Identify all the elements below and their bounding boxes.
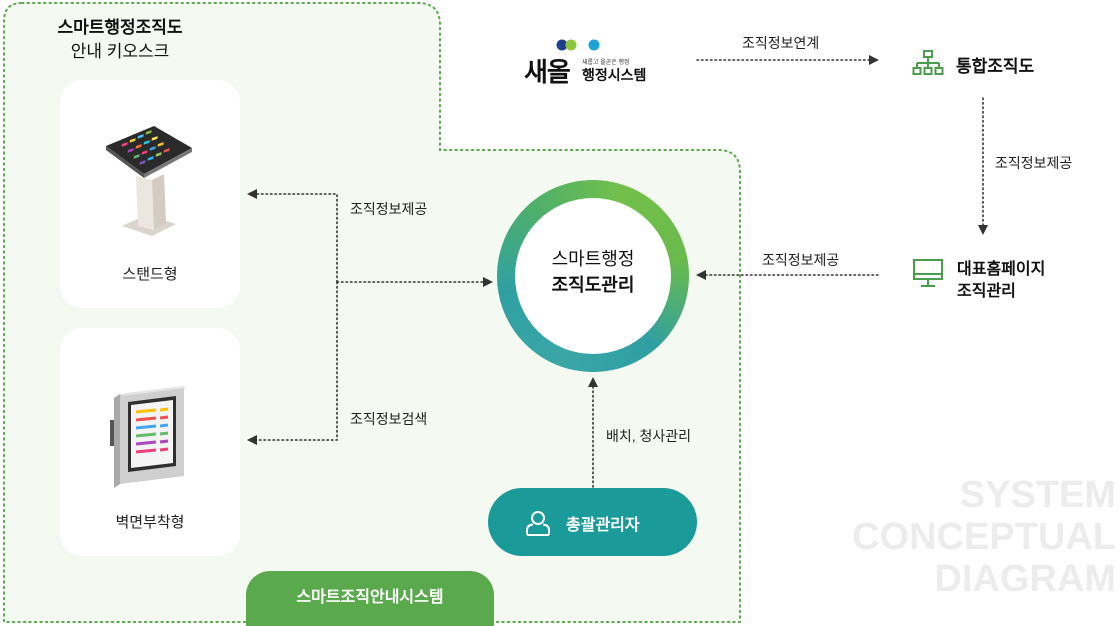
hub-title-line1: 스마트행정 (551, 249, 635, 269)
kiosk-title-line2: 안내 키오스크 (70, 42, 170, 61)
logo-subtitle: 행정시스템 (582, 67, 647, 83)
user-icon (526, 511, 550, 536)
integrated-org-chart-label: 통합조직도 (956, 57, 1035, 76)
smart-org-guide-system-tab: 스마트조직안내시스템 (246, 571, 494, 626)
wall-kiosk-card: 벽면부착형 (60, 328, 240, 556)
stand-kiosk-illustration (106, 126, 192, 236)
label-org-to-home: 조직정보제공 (995, 155, 1073, 171)
general-admin-label: 총괄관리자 (566, 517, 640, 534)
homepage-label-line2: 조직관리 (957, 283, 1016, 300)
wall-kiosk-label: 벽면부착형 (115, 514, 185, 531)
hub-title-line2: 조직도관리 (551, 275, 635, 295)
label-logo-to-org: 조직정보연계 (742, 35, 820, 51)
logo-tagline: 새롭고 올곧은 행정 (582, 60, 630, 66)
saeol-logo: 새올 새롭고 올곧은 행정 행정시스템 (524, 38, 664, 88)
watermark: SYSTEM CONCEPTUAL DIAGRAM (852, 474, 1116, 600)
kiosk-title-line1: 스마트행정조직도 (57, 18, 183, 37)
monitor-icon (913, 259, 943, 287)
general-admin-node: 총괄관리자 (488, 488, 697, 556)
stand-kiosk-label: 스탠드형 (122, 266, 178, 283)
org-management-hub: 스마트행정 조직도관리 (497, 180, 689, 372)
homepage-org-node: 대표홈페이지 조직관리 (912, 252, 1112, 304)
logo-brand: 새올 (524, 57, 571, 87)
logo-dots (556, 39, 600, 51)
label-to-wall: 조직정보검색 (350, 411, 428, 427)
stand-kiosk-card: 스탠드형 (60, 80, 240, 308)
watermark-line3: DIAGRAM (934, 558, 1116, 600)
org-chart-icon (912, 50, 944, 75)
label-to-stand: 조직정보제공 (350, 201, 428, 217)
arrow-to-stand (247, 189, 338, 283)
watermark-line2: CONCEPTUAL (852, 516, 1116, 558)
wall-kiosk-illustration (110, 386, 186, 488)
hub-inner: 스마트행정 조직도관리 (515, 198, 671, 354)
label-admin-to-center: 배치, 청사관리 (606, 428, 692, 444)
homepage-label-line1: 대표홈페이지 (957, 261, 1046, 278)
arrow-to-wall (247, 281, 338, 445)
label-home-to-center: 조직정보제공 (762, 252, 840, 268)
kiosk-title: 스마트행정조직도 안내 키오스크 (30, 16, 210, 64)
watermark-line1: SYSTEM (959, 474, 1116, 516)
